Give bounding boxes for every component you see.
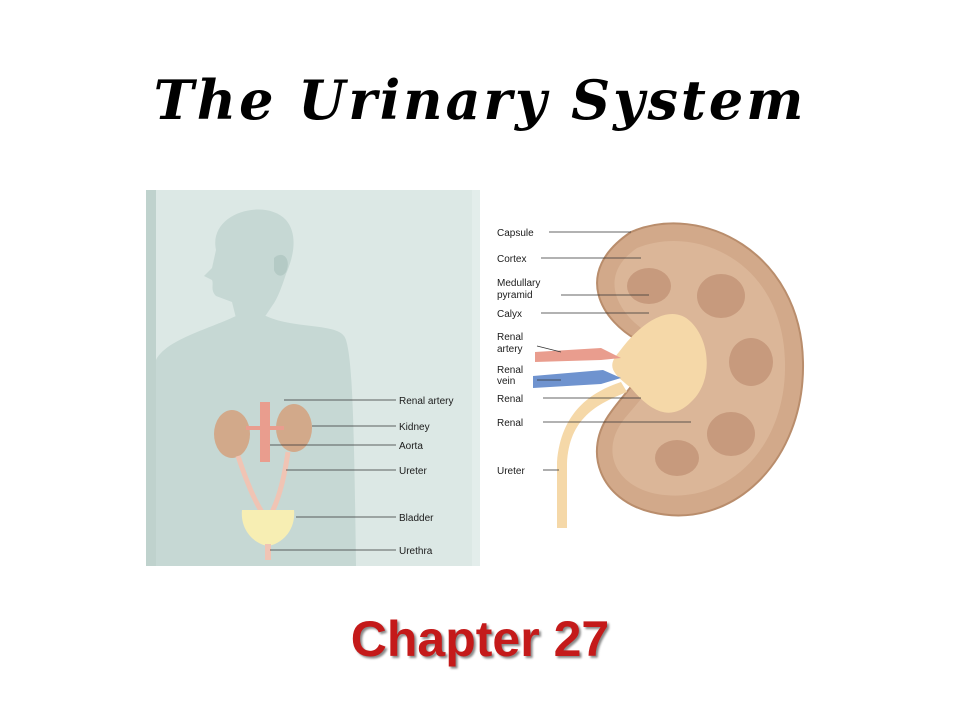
head-silhouette	[204, 209, 294, 318]
body-diagram-panel: Renal artery Kidney Aorta Ureter Bladder…	[146, 190, 480, 566]
kidney-left-shape	[214, 410, 250, 458]
label-renal-2: Renal	[497, 365, 523, 376]
label-ureter: Ureter	[399, 466, 427, 477]
label-kidney: Kidney	[399, 422, 430, 433]
label-medullary: Medullary	[497, 278, 540, 289]
label-capsule: Capsule	[497, 228, 534, 239]
torso-silhouette	[156, 316, 356, 566]
body-diagram: Renal artery Kidney Aorta Ureter Bladder…	[146, 190, 480, 566]
medullary-pyramids	[627, 268, 773, 476]
label-bladder: Bladder	[399, 513, 434, 524]
kidney-diagram: Capsule Cortex Medullary pyramid Calyx R…	[481, 212, 811, 534]
label-artery: artery	[497, 344, 523, 355]
ear-shape	[274, 254, 288, 276]
ureter-shape	[557, 382, 627, 528]
label-cortex: Cortex	[497, 254, 526, 265]
renal-artery-shape	[535, 348, 621, 362]
kidney-diagram-panel: Capsule Cortex Medullary pyramid Calyx R…	[481, 212, 811, 534]
label-renal-3: Renal	[497, 394, 523, 405]
renal-pelvis-shape	[612, 313, 707, 413]
slide-subtitle: Chapter 27	[350, 611, 610, 667]
label-ureter-kidney: Ureter	[497, 466, 525, 477]
label-urethra: Urethra	[399, 546, 433, 557]
label-aorta: Aorta	[399, 441, 423, 452]
bladder-shape	[241, 510, 295, 546]
label-calyx: Calyx	[497, 309, 522, 320]
label-vein: vein	[497, 376, 515, 387]
label-renal-artery: Renal artery	[399, 396, 453, 407]
label-renal-1: Renal	[497, 332, 523, 343]
slide-title: The Urinary System	[153, 68, 807, 132]
renal-vein-shape	[533, 370, 621, 388]
label-pyramid: pyramid	[497, 290, 533, 301]
label-renal-4: Renal	[497, 418, 523, 429]
kidney-right-shape	[276, 404, 312, 452]
aorta-shape	[260, 402, 270, 462]
